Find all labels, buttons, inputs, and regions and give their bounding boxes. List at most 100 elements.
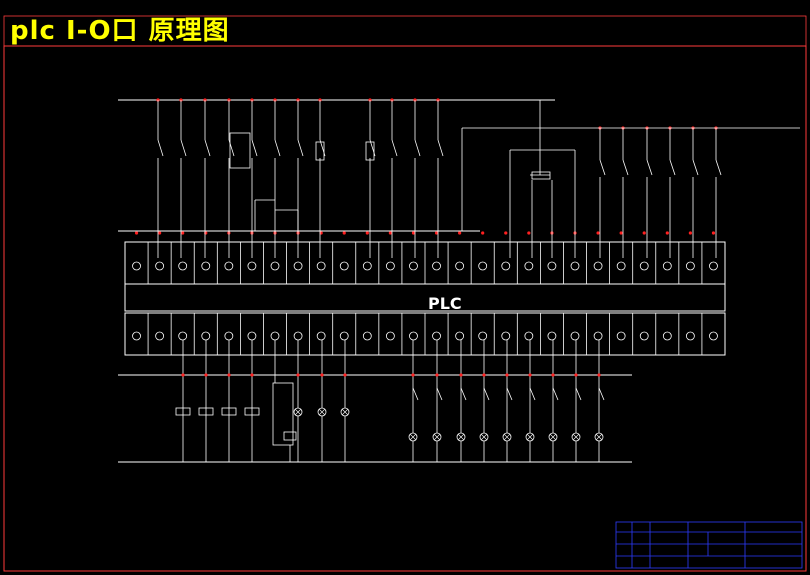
input-terminal-node xyxy=(365,231,369,235)
input-switch-contact xyxy=(391,139,398,157)
input-terminal-screw xyxy=(662,261,672,271)
indicator-lamp-cross xyxy=(480,433,488,441)
title-block xyxy=(615,521,803,569)
output-branch-node xyxy=(505,373,509,377)
input-switch-contact xyxy=(692,159,699,176)
input-switch-contact xyxy=(715,159,722,176)
output-terminal-screw xyxy=(685,331,695,341)
input-switch-contact xyxy=(414,139,421,157)
input-terminal-screw xyxy=(616,261,626,271)
output-relay-contact xyxy=(529,387,536,401)
indicator-lamp-cross xyxy=(341,408,349,416)
output-branch-node xyxy=(551,373,555,377)
output-relay-contact xyxy=(412,387,419,401)
output-terminal-screw xyxy=(224,331,234,341)
input-terminal-node xyxy=(411,231,416,235)
output-terminal-screw xyxy=(570,331,580,341)
input-switch-contact xyxy=(669,159,676,176)
output-branch-node xyxy=(227,373,231,377)
contactor-coil xyxy=(244,407,260,416)
indicator-lamp-cross xyxy=(503,433,511,441)
input-terminal-screw xyxy=(178,261,188,271)
input-terminal-screw xyxy=(155,261,165,271)
input-terminal-node xyxy=(527,231,531,235)
diagram-title: plc I-O口 原理图 xyxy=(10,16,230,46)
relay-coil-box xyxy=(229,132,375,231)
output-terminal-screw xyxy=(247,331,257,341)
output-terminal-screw xyxy=(201,331,211,341)
output-branch-node xyxy=(597,373,601,377)
output-terminal-screw xyxy=(455,331,465,341)
output-terminal-screw xyxy=(501,331,511,341)
input-terminal-screw xyxy=(316,261,326,271)
contactor-coil xyxy=(221,407,237,416)
output-terminal-screw xyxy=(432,331,441,341)
input-terminal-screw xyxy=(547,261,557,271)
input-switch-contact xyxy=(599,159,606,176)
input-terminal-node xyxy=(458,231,462,235)
output-branch-node xyxy=(482,373,486,377)
input-terminal-node xyxy=(434,231,439,235)
indicator-lamp-cross xyxy=(595,433,603,441)
drawing-border-inner xyxy=(3,15,807,572)
output-terminal-screw xyxy=(409,331,418,341)
input-terminal-screw xyxy=(685,261,695,271)
input-terminal-node xyxy=(688,231,692,235)
output-terminal-screw xyxy=(524,331,534,341)
input-terminal-screw xyxy=(478,261,488,271)
output-terminal-screw xyxy=(547,331,557,341)
input-terminal-node xyxy=(342,231,346,235)
plc-body xyxy=(124,283,726,312)
input-terminal-node xyxy=(711,231,716,235)
input-terminal-node xyxy=(388,231,392,235)
output-terminal-screw xyxy=(616,331,626,341)
input-terminal-node xyxy=(158,231,162,235)
input-switch-contact xyxy=(180,139,187,157)
input-terminal-screw xyxy=(247,261,257,271)
input-terminal-screw xyxy=(593,261,603,271)
indicator-lamp-cross xyxy=(409,433,417,441)
input-switch-contact xyxy=(157,139,164,157)
input-switch-contact xyxy=(646,159,653,176)
input-terminal-node xyxy=(134,231,139,235)
output-terminal-screw xyxy=(362,331,372,341)
output-coil-boxes xyxy=(272,382,297,446)
output-terminal-screw xyxy=(385,331,395,341)
input-terminal-screw xyxy=(132,261,141,271)
output-relay-contact xyxy=(436,387,443,401)
output-terminal-screw xyxy=(339,331,349,341)
output-branch-node xyxy=(320,373,324,377)
input-terminal-node xyxy=(596,231,600,235)
input-terminal-screw xyxy=(201,261,211,271)
input-terminal-screw xyxy=(570,261,580,271)
input-switch-contact xyxy=(437,139,444,157)
input-terminal-node xyxy=(504,231,508,235)
indicator-lamp-cross xyxy=(457,433,465,441)
output-branch-node xyxy=(411,373,415,377)
output-terminal-screw xyxy=(293,331,303,341)
output-branch-node xyxy=(459,373,463,377)
input-switch-contact xyxy=(251,139,258,157)
indicator-lamp-cross xyxy=(433,433,441,441)
input-terminal-screw xyxy=(455,261,465,271)
input-terminal-node xyxy=(481,231,485,235)
input-terminal-node xyxy=(665,231,669,235)
output-terminal-screw xyxy=(155,331,165,341)
output-branch-node xyxy=(343,373,347,377)
output-branch-node xyxy=(250,373,254,377)
input-terminal-node xyxy=(642,231,646,235)
output-relay-contact xyxy=(575,387,582,401)
input-terminal-node xyxy=(181,231,185,235)
output-relay-contact xyxy=(506,387,513,401)
output-branch-node xyxy=(181,373,185,377)
output-relay-contact xyxy=(483,387,490,401)
output-terminal-screw xyxy=(316,331,326,341)
input-terminal-screw xyxy=(224,261,234,271)
output-branch-node xyxy=(435,373,439,377)
output-terminal-screw xyxy=(709,331,718,341)
plc-label: PLC xyxy=(428,294,462,313)
indicator-lamp-cross xyxy=(549,433,557,441)
drawing-border xyxy=(3,45,807,572)
input-switch-contact xyxy=(204,139,211,157)
